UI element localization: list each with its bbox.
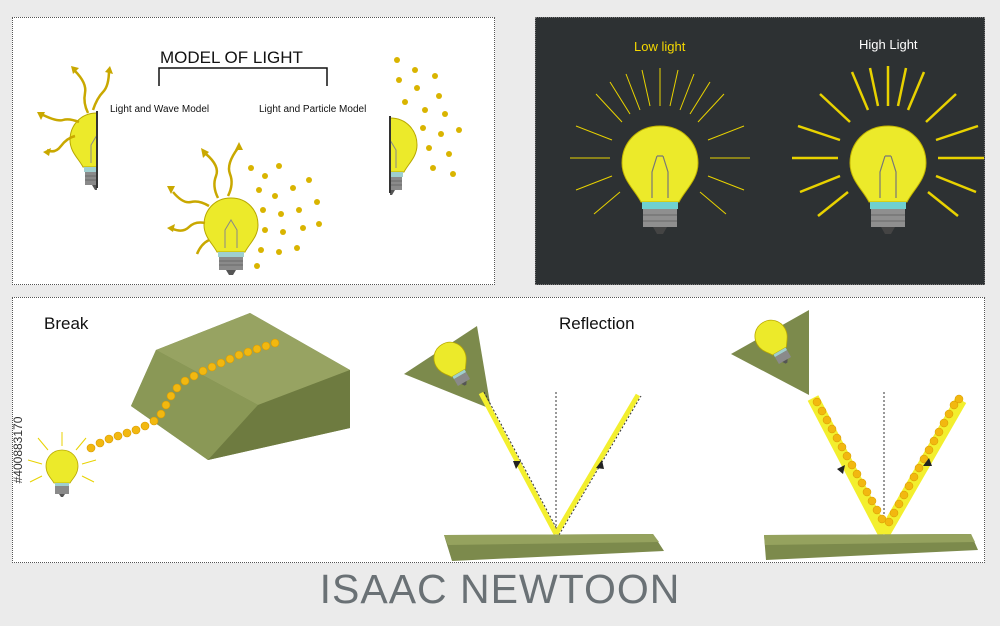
high-light-bulb bbox=[849, 125, 927, 235]
light-intensity-panel: Low light High Light bbox=[535, 17, 985, 285]
model-title: MODEL OF LIGHT bbox=[160, 48, 303, 67]
reflection-particle-setup bbox=[731, 310, 978, 560]
footer-title: ISAAC NEWTOON bbox=[319, 566, 681, 612]
high-light-label: High Light bbox=[859, 37, 918, 52]
model-of-light-panel: MODEL OF LIGHT Light and Wave Model Ligh… bbox=[12, 17, 495, 285]
reflection-label: Reflection bbox=[559, 314, 635, 333]
reflected-ray-1 bbox=[553, 393, 641, 536]
high-light-rays bbox=[792, 66, 984, 217]
break-bulb bbox=[27, 432, 97, 498]
break-reflection-panel: Break Reflection bbox=[12, 297, 985, 563]
combined-model-bulb bbox=[203, 197, 259, 276]
low-light-rays bbox=[570, 68, 750, 215]
wave-arrows-left bbox=[40, 69, 111, 153]
particle-model-label: Light and Particle Model bbox=[259, 104, 367, 115]
stock-id-text: #400883170 bbox=[11, 416, 25, 484]
prism-block bbox=[131, 313, 350, 460]
particle-model-bulb bbox=[389, 116, 418, 196]
break-label: Break bbox=[44, 314, 89, 333]
model-of-light-diagram bbox=[37, 57, 462, 276]
title-bracket bbox=[158, 67, 328, 86]
particles-right bbox=[394, 57, 462, 177]
particles-center bbox=[248, 163, 322, 269]
wave-model-label: Light and Wave Model bbox=[110, 104, 210, 115]
break-light-particles bbox=[86, 338, 280, 453]
low-light-bulb bbox=[621, 125, 699, 235]
wave-arrowheads-left bbox=[37, 66, 113, 156]
break-reflection-diagram bbox=[27, 310, 978, 561]
wave-model-bulb bbox=[69, 111, 98, 191]
reflection-wave-setup bbox=[404, 326, 664, 561]
light-intensity-diagram bbox=[570, 66, 984, 235]
wave-arrowheads-center bbox=[167, 142, 243, 232]
reflected-particles bbox=[812, 394, 964, 527]
low-light-label: Low light bbox=[634, 39, 686, 54]
stock-id-watermark: #400883170 bbox=[0, 390, 36, 510]
wave-arrows-center bbox=[172, 147, 240, 255]
